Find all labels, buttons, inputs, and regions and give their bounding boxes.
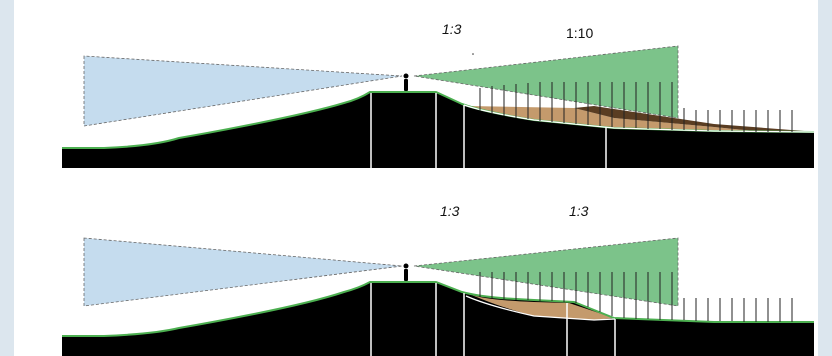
section-lines xyxy=(370,283,616,356)
diagram-svg: 1:3 1:10 xyxy=(62,21,815,356)
dash-mark xyxy=(472,53,474,55)
fill-dark-layer xyxy=(574,106,814,132)
ground-line xyxy=(62,281,814,337)
view-cone-left xyxy=(83,237,403,307)
ratio-label-left: 1:3 xyxy=(442,21,462,37)
ratio-label-left: 1:3 xyxy=(440,203,460,219)
sight-posts xyxy=(479,272,793,322)
ground-body xyxy=(62,282,814,356)
view-cone-left xyxy=(83,55,403,127)
fill-soil-layer xyxy=(469,106,764,132)
ground-body xyxy=(62,92,814,168)
sight-posts xyxy=(479,82,793,132)
dike-section-diagram: 1:3 1:10 xyxy=(14,0,818,356)
section-top: 1:3 1:10 xyxy=(62,21,815,168)
person-silhouette-icon xyxy=(403,73,409,91)
person-silhouette-icon xyxy=(403,263,409,281)
ratio-label-right: 1:10 xyxy=(566,25,593,41)
ratio-label-right: 1:3 xyxy=(569,203,589,219)
section-bottom: 1:3 1:3 xyxy=(62,203,814,356)
fill-soil-layer xyxy=(469,294,614,320)
